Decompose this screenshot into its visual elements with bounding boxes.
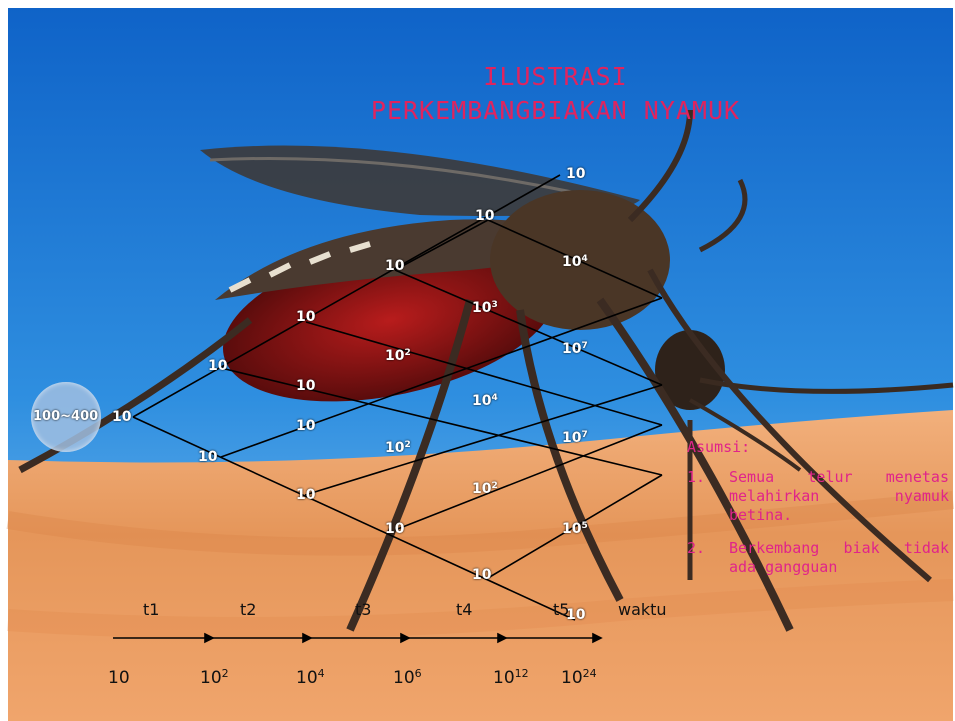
assumption-text: Berkembang biak tidak ada gangguan [729,539,949,576]
node-label: 10 [208,358,227,374]
node-label-power: 104 [472,390,498,409]
assumptions-box: Asumsi: 1. Semua telur menetas melahirka… [687,438,949,591]
population-value: 1024 [561,667,597,688]
time-step-label: t1 [143,600,159,619]
population-value: 10 [108,667,130,688]
node-label: 10 [296,309,315,325]
tree-line [395,425,662,530]
node-label-power: 103 [472,297,498,316]
time-axis-label: waktu [618,600,667,619]
assumption-number: 1. [687,468,705,487]
node-label-power: 102 [472,478,498,497]
tree-line [395,270,662,385]
time-step-label: t4 [456,600,472,619]
tree-line [133,175,560,417]
assumption-number: 2. [687,539,705,558]
node-label-power: 104 [562,251,588,270]
node-label: 10 [566,166,585,182]
population-value: 104 [296,667,325,688]
node-label: 10 [296,378,315,394]
population-value: 1012 [493,667,529,688]
time-step-label: t2 [240,600,256,619]
node-label-power: 107 [562,427,588,446]
tree-line [395,220,488,270]
time-step-label: t3 [355,600,371,619]
node-label: 10 [385,521,404,537]
tree-line [133,417,575,620]
arrowhead-icon [401,634,409,642]
assumptions-heading: Asumsi: [687,438,949,456]
arrowhead-icon [205,634,213,642]
node-label-power: 102 [385,345,411,364]
tree-line [221,298,662,457]
start-population-label: 100~400 [33,409,98,424]
tree-line [221,368,662,475]
assumption-text: Semua telur menetas melahirkan nyamuk be… [729,468,949,524]
node-label: 10 [296,418,315,434]
assumption-item: 1. Semua telur menetas melahirkan nyamuk… [687,468,949,525]
population-value: 106 [393,667,422,688]
time-step-label: t5 [553,600,569,619]
node-label-power: 107 [562,338,588,357]
node-label: 10 [385,258,404,274]
node-label: 10 [475,208,494,224]
tree-line [306,322,662,425]
node-label-power: 102 [385,437,411,456]
arrowhead-icon [498,634,506,642]
population-value: 102 [200,667,229,688]
arrowhead-icon [303,634,311,642]
assumption-item: 2. Berkembang biak tidak ada gangguan [687,539,949,577]
node-label: 10 [296,487,315,503]
node-label: 10 [472,567,491,583]
node-label: 10 [112,409,131,425]
arrowhead-icon [593,634,601,642]
node-label: 10 [198,449,217,465]
node-label-power: 105 [562,518,588,537]
